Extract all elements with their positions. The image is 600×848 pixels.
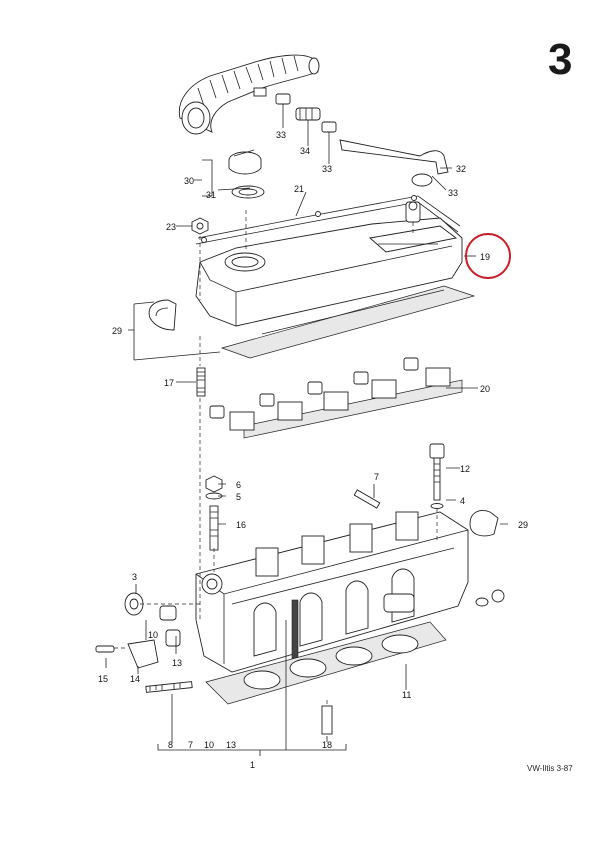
callout-31: 31	[206, 190, 216, 200]
callout-10a: 10	[148, 630, 158, 640]
callout-8: 8	[168, 740, 173, 750]
callout-13a: 13	[172, 658, 182, 668]
head-gasket	[205, 621, 447, 705]
callout-5: 5	[236, 492, 241, 502]
cylinder-head	[195, 511, 469, 673]
callout-11: 11	[402, 690, 411, 700]
callout-12: 12	[460, 464, 470, 474]
callout-7b: 7	[188, 740, 193, 750]
half-moon-seal-right	[469, 510, 499, 537]
leader-lines	[105, 187, 508, 756]
valve-cover	[195, 201, 463, 327]
callout-labels: 30 31 21 23 33 34 33 32 33 19 29 17 20 1…	[98, 130, 528, 770]
callout-33b: 33	[322, 164, 332, 174]
bearing-caps	[209, 357, 463, 439]
half-moon-seal-left	[148, 299, 177, 331]
callout-30: 30	[184, 176, 194, 186]
head-bolt	[353, 443, 445, 509]
callout-19: 19	[480, 252, 490, 262]
callout-17: 17	[164, 378, 174, 388]
callout-7a: 7	[374, 472, 379, 482]
callout-29a: 29	[112, 326, 122, 336]
callout-33a: 33	[276, 130, 286, 140]
callout-21: 21	[294, 184, 304, 194]
callout-20: 20	[480, 384, 490, 394]
callout-10b: 10	[204, 740, 214, 750]
page-number: 3	[548, 35, 573, 84]
oil-filler-cap	[194, 149, 265, 199]
callout-23: 23	[166, 222, 176, 232]
cover-seal	[220, 285, 476, 359]
cover-gasket	[195, 195, 461, 245]
callout-33c: 33	[448, 188, 458, 198]
callout-14: 14	[130, 674, 140, 684]
callout-4: 4	[460, 496, 465, 506]
callout-32: 32	[456, 164, 466, 174]
footer-reference: VW-Iltis 3-87	[527, 764, 573, 773]
hose-clips	[275, 93, 452, 191]
callout-15: 15	[98, 674, 108, 684]
small-parts-left	[205, 475, 223, 551]
highlight-circle	[465, 233, 511, 279]
callout-34: 34	[300, 146, 310, 156]
callout-6: 6	[236, 480, 241, 490]
nut-23	[191, 217, 209, 235]
callout-1: 1	[250, 760, 255, 770]
callout-16: 16	[236, 520, 246, 530]
assembly-lines	[114, 210, 438, 706]
callout-29b: 29	[518, 520, 528, 530]
callout-13b: 13	[226, 740, 236, 750]
breather-hose	[178, 54, 320, 135]
small-parts-lower	[95, 589, 505, 735]
callout-18: 18	[322, 740, 332, 750]
callout-3: 3	[132, 572, 137, 582]
stud-17	[196, 367, 206, 397]
